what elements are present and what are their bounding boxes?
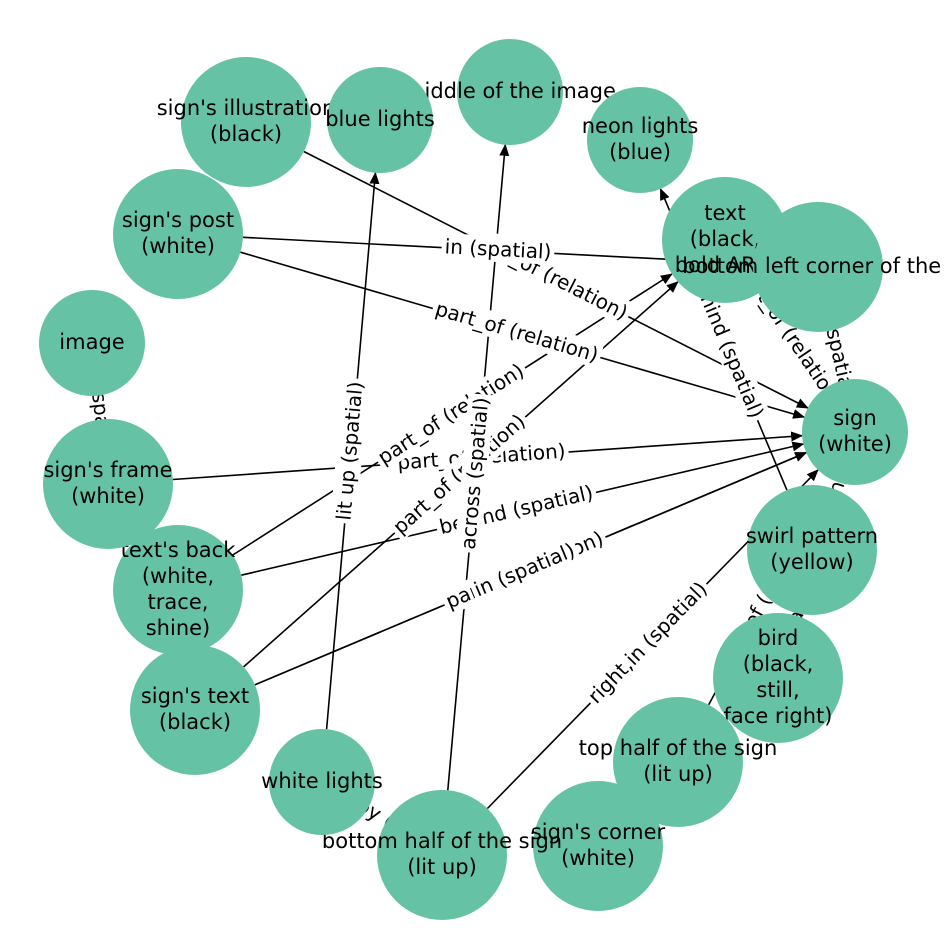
node-label: white lights <box>261 769 383 793</box>
edge-label-group: lit up (spatial) <box>330 377 369 525</box>
node-circle <box>377 790 507 920</box>
node-bottomhalf: bottom half of the sign(lit up) <box>322 790 562 920</box>
edge-label-background <box>683 264 771 425</box>
node-label: (yellow) <box>770 550 853 574</box>
node-label: middle of the image <box>404 79 616 103</box>
node-frame: sign's frame(white) <box>43 419 173 549</box>
edge-label: in (spatial) <box>471 538 579 602</box>
node-label: neon lights <box>582 114 699 138</box>
node-label: blue lights <box>325 107 435 131</box>
node-label: sign <box>833 406 876 430</box>
node-label: text <box>704 201 745 225</box>
node-label: text's back <box>121 538 237 562</box>
node-bluelights: blue lights <box>325 67 435 173</box>
node-label: (black) <box>210 122 282 146</box>
node-circle <box>457 39 563 145</box>
edge-label-background <box>370 355 532 472</box>
node-label: bottom half of the sign <box>322 829 562 853</box>
node-label: swirl pattern <box>746 524 878 548</box>
node-circle <box>747 485 877 615</box>
node-image: image <box>39 290 145 396</box>
edge-label: right,in (spatial) <box>583 577 712 708</box>
node-whitelights: white lights <box>261 729 383 835</box>
edge-label-background <box>467 535 582 604</box>
edge-label-background <box>454 393 495 554</box>
edge-label-group: in (spatial) <box>467 535 582 604</box>
node-illustration: sign's illustration(black) <box>157 57 336 187</box>
node-label: (white) <box>71 484 145 508</box>
node-label: sign's text <box>141 684 249 708</box>
edge-label-group: right,in (spatial) <box>580 573 715 712</box>
node-circle <box>533 781 663 911</box>
node-label: (lit up) <box>643 762 713 786</box>
node-label: sign's illustration <box>157 96 336 120</box>
node-label: image <box>59 330 124 354</box>
node-swirl: swirl pattern(yellow) <box>746 485 878 615</box>
node-circle <box>587 87 693 193</box>
node-circle <box>39 290 145 396</box>
node-label: bird <box>758 626 799 650</box>
edge-label-background <box>385 406 533 542</box>
node-label: face right) <box>724 704 833 728</box>
node-label: (white) <box>818 432 892 456</box>
edge-label-group: in (spatial) <box>441 233 556 265</box>
node-label: (white) <box>561 846 635 870</box>
edge-label-background <box>441 233 556 265</box>
node-circle <box>130 645 260 775</box>
node-label: still, <box>756 678 799 702</box>
node-textback: text's back(white,trace,shine) <box>113 525 243 655</box>
node-label: sign's post <box>122 208 234 232</box>
node-label: shine) <box>146 616 211 640</box>
node-circle <box>753 202 883 332</box>
node-circle <box>713 613 843 743</box>
node-bird: bird(black,still,face right) <box>713 613 843 743</box>
node-label: (black, <box>690 227 761 251</box>
node-corner: sign's corner(white) <box>531 781 666 911</box>
node-label: (black, <box>743 652 814 676</box>
node-circle <box>613 697 743 827</box>
node-label: (blue) <box>609 140 671 164</box>
node-label: bottom left corner of the i <box>682 254 948 278</box>
node-signtext: sign's text(black) <box>130 645 260 775</box>
node-circle <box>43 419 173 549</box>
node-label: (white, <box>142 564 214 588</box>
node-label: sign's corner <box>531 820 666 844</box>
node-middle: middle of the image <box>404 39 616 145</box>
node-label: (white) <box>141 234 215 258</box>
node-circle <box>113 169 243 299</box>
node-label: top half of the sign <box>579 736 778 760</box>
edge-label-background <box>429 294 605 369</box>
node-label: (black) <box>159 710 231 734</box>
edge-label: in (spatial) <box>444 234 552 264</box>
node-circle <box>327 67 433 173</box>
node-circle <box>802 379 908 485</box>
node-circle <box>113 525 243 655</box>
node-sign: sign(white) <box>802 379 908 485</box>
node-neon: neon lights(blue) <box>582 87 699 193</box>
edge-label-background <box>330 377 369 525</box>
node-tophalf: top half of the sign(lit up) <box>579 697 778 827</box>
edge-label-background <box>580 573 715 712</box>
node-circle <box>269 729 375 835</box>
node-label: trace, <box>148 590 209 614</box>
node-post: sign's post(white) <box>113 169 243 299</box>
node-circle <box>181 57 311 187</box>
node-label: sign's frame <box>43 458 172 482</box>
node-label: (lit up) <box>407 855 477 879</box>
node-bottomleft: bottom left corner of the i <box>682 202 948 332</box>
